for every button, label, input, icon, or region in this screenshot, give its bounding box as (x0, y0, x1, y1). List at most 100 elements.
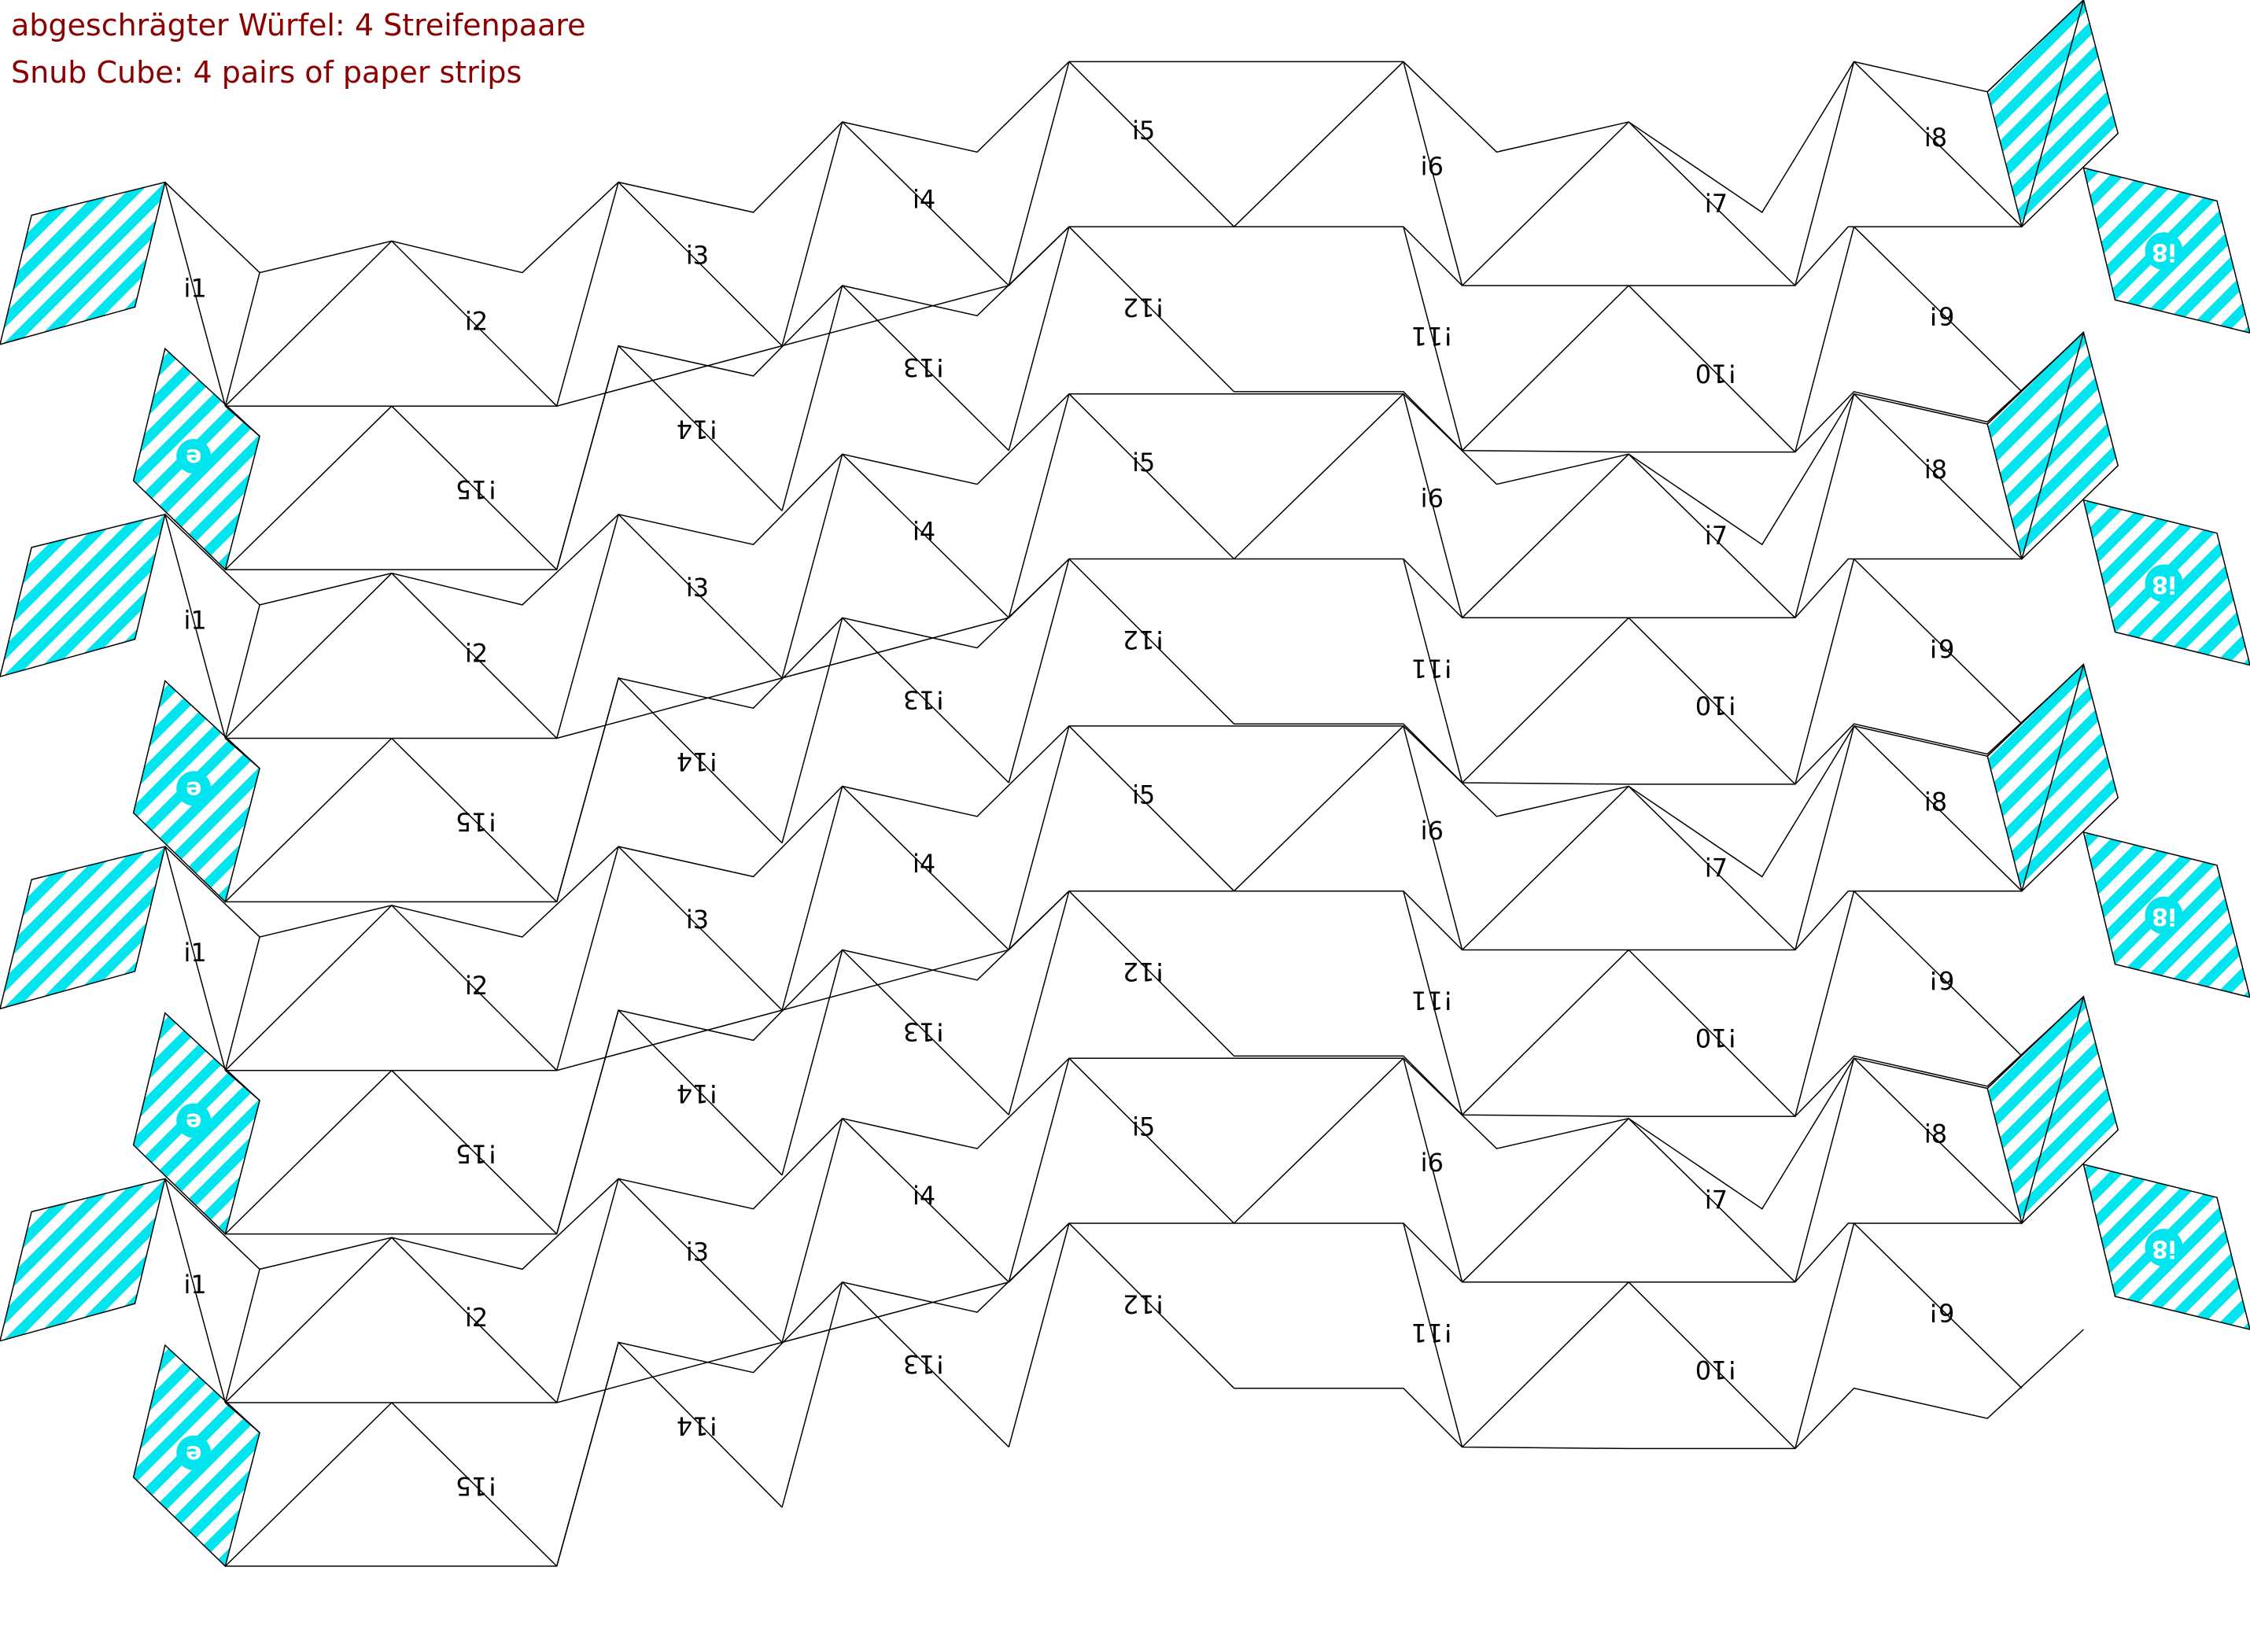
tab-label-lower: e (186, 444, 201, 471)
fold-line (781, 618, 843, 843)
fold-line (1403, 725, 1463, 950)
tab-label-upper: i8 (2152, 570, 2176, 598)
fold-line (781, 285, 843, 511)
upper-strip-outline (164, 0, 2084, 274)
fold-line (1462, 785, 1629, 951)
upper-strip-outline (164, 663, 2084, 938)
face-label-lower: !10 (1695, 1023, 1738, 1053)
fold-line (1234, 725, 1404, 892)
fold-line (618, 846, 783, 1011)
fold-line (1853, 891, 2023, 1056)
face-label-upper: i8 (1924, 787, 1947, 817)
fold-line (1628, 453, 1796, 618)
fold-line (224, 737, 260, 769)
fold-line (1008, 1222, 1070, 1447)
fold-line (1628, 121, 1796, 286)
fold-line (1068, 61, 1235, 227)
tab-label-badge (2145, 1229, 2183, 1267)
strip-seam (225, 226, 2022, 407)
face-label-upper: i7 (1705, 521, 1728, 551)
fold-line (391, 405, 558, 570)
fold-line (618, 345, 783, 511)
face-label-upper: i5 (1132, 448, 1155, 478)
face-label-upper: i3 (686, 905, 709, 935)
face-label-lower: !15 (456, 807, 498, 837)
fold-line (1234, 1057, 1404, 1224)
face-label-upper: i4 (913, 1181, 935, 1211)
fold-line (391, 737, 558, 902)
fold-line (1628, 285, 1796, 453)
tab-label-lower: e (186, 1440, 201, 1467)
lower-strip-outline (225, 558, 2084, 903)
face-label-lower: !14 (677, 415, 719, 444)
tab-label-badge (2145, 896, 2183, 935)
face-label-lower: !12 (1123, 293, 1165, 323)
fold-line (224, 272, 260, 407)
title-english: Snub Cube: 4 pairs of paper strips (11, 55, 522, 90)
fold-line (555, 182, 619, 407)
face-label-upper: i8 (1924, 455, 1947, 485)
fold-line (1008, 559, 1070, 784)
fold-line (781, 1281, 843, 1508)
fold-line (1403, 891, 1463, 1115)
face-label-lower: !10 (1695, 358, 1738, 388)
face-label-lower: !11 (1411, 321, 1454, 351)
face-label-upper: i4 (913, 184, 935, 214)
fold-line (2021, 664, 2085, 891)
fold-line (1068, 1057, 1235, 1224)
fold-line (224, 1070, 260, 1101)
fold-line (842, 121, 1009, 286)
face-label-lower: !13 (903, 352, 946, 382)
fold-line (2021, 332, 2085, 559)
lower-strip-outline (225, 1222, 2084, 1567)
tab-label-badge (176, 439, 212, 474)
face-label-upper: i6 (1421, 484, 1444, 514)
fold-line (1628, 785, 1796, 951)
fold-line (1403, 227, 1463, 451)
fold-line (1794, 227, 1855, 452)
tab-label-badge (176, 1103, 212, 1138)
fold-line (391, 1070, 558, 1235)
fold-line (1853, 226, 2023, 393)
fold-line (224, 240, 393, 407)
face-label-upper: i7 (1705, 853, 1728, 883)
fold-line (1853, 61, 2023, 227)
fold-line (555, 514, 619, 739)
fold-line (224, 1237, 393, 1403)
fold-line (224, 1402, 260, 1433)
fold-line (1234, 61, 1404, 227)
fold-line (164, 1178, 227, 1403)
fold-line (1628, 1118, 1796, 1283)
fold-line (1794, 393, 1855, 618)
face-label-lower: !13 (903, 1349, 946, 1379)
upper-strip-outline (164, 996, 2084, 1270)
face-label-upper: i5 (1132, 780, 1155, 809)
strip-seam (225, 1222, 2022, 1403)
tab-label-lower: e (186, 776, 201, 803)
face-label-lower: !11 (1411, 986, 1454, 1016)
left-glue-tab (0, 846, 166, 1010)
lower-strip-outline (225, 226, 2084, 570)
fold-line (1794, 559, 1855, 785)
fold-line (391, 573, 558, 739)
left-glue-tab (0, 1178, 166, 1342)
tab-label-upper: i8 (2152, 1235, 2176, 1263)
face-label-lower: 6! (1928, 965, 1954, 995)
fold-line (1794, 725, 1855, 950)
fold-line (1628, 949, 1796, 1117)
fold-line (391, 1237, 558, 1403)
fold-line (781, 454, 843, 679)
fold-line (781, 786, 843, 1011)
face-label-upper: i3 (686, 1237, 709, 1267)
fold-line (1462, 617, 1629, 784)
fold-line (1628, 1281, 1796, 1449)
fold-line (555, 1009, 619, 1234)
fold-line (1853, 558, 2023, 725)
fold-line (224, 936, 260, 1071)
fold-line (555, 1342, 619, 1567)
tab-label-badge (176, 1435, 212, 1470)
fold-line (618, 1178, 783, 1343)
face-label-lower: !10 (1695, 691, 1738, 721)
